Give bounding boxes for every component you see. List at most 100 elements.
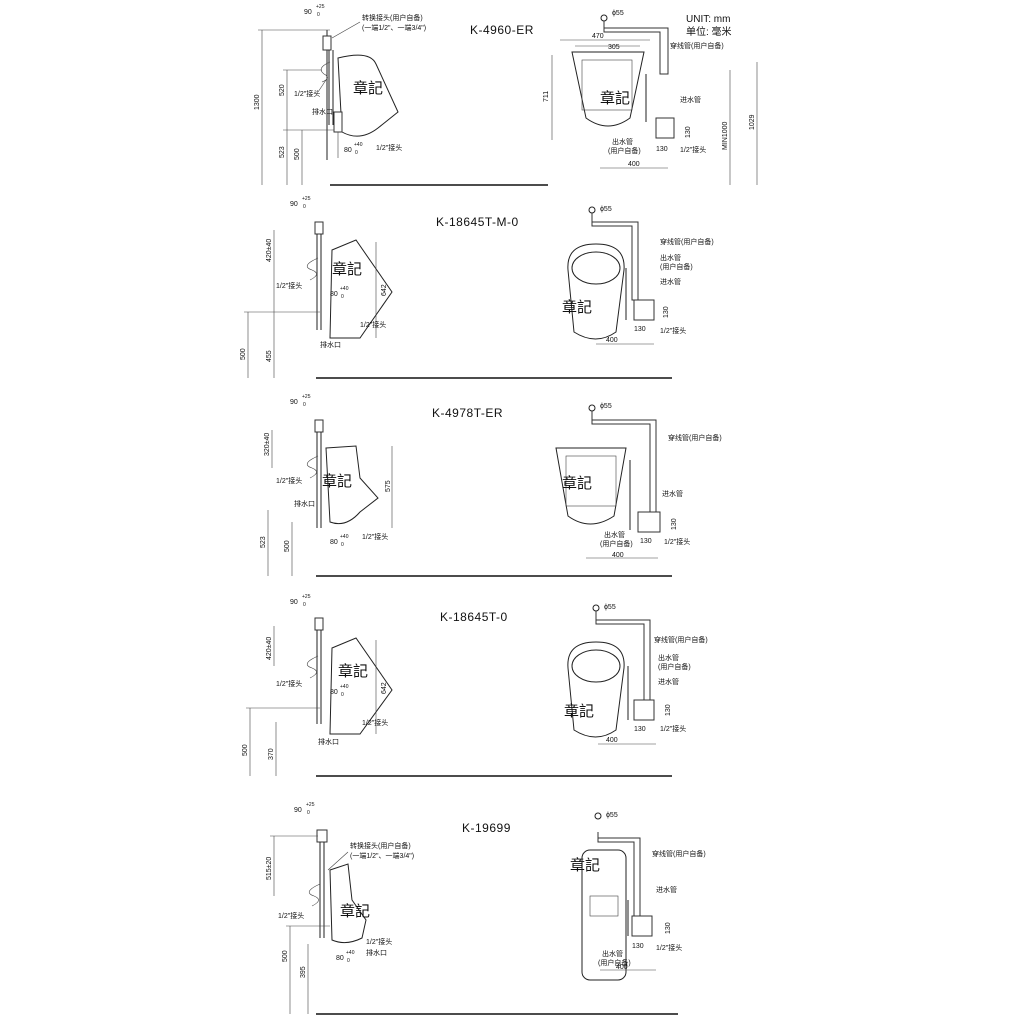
label-inlet: 进水管 bbox=[660, 277, 681, 286]
tol-90: 90 bbox=[290, 399, 298, 406]
dim-low-a: 500 bbox=[282, 950, 289, 962]
dim-box: 130 bbox=[632, 943, 644, 950]
label-half-inch-2: 1/2"接头 bbox=[360, 320, 386, 329]
dim-box: 130 bbox=[656, 146, 668, 153]
dim-box2: 130 bbox=[685, 126, 692, 138]
tol-90-sup: +25 bbox=[306, 802, 315, 808]
tol-90-sup: +25 bbox=[316, 4, 325, 10]
unit-label-en: UNIT: mm bbox=[686, 14, 730, 25]
tol-80: 80 bbox=[344, 147, 352, 154]
watermark: 章記 bbox=[332, 260, 362, 278]
label-adapter: 转换接头(用户自备) bbox=[362, 13, 423, 22]
label-half-inch: 1/2"接头 bbox=[278, 911, 304, 920]
front-view: ϕ55 130 130 400 穿线管(用户自备) 进水管 出水管 (用户自备)… bbox=[570, 812, 706, 981]
dim-low-a: 523 bbox=[260, 536, 267, 548]
tol-90-sub: 0 bbox=[303, 204, 306, 210]
model-title: K-18645T-M-0 bbox=[436, 215, 519, 229]
dim-top-w: 470 bbox=[592, 33, 604, 40]
dim-low-b: 395 bbox=[300, 966, 307, 978]
label-adapter-spec: (一端1/2"、一端3/4") bbox=[350, 851, 414, 860]
label-half-inch-3: 1/2"接头 bbox=[660, 326, 686, 335]
tol-90-sub: 0 bbox=[307, 810, 310, 816]
label-conduit: 穿线管(用户自备) bbox=[670, 41, 724, 50]
label-outlet-note: (用户自备) bbox=[598, 958, 631, 967]
front-view: ϕ55 470 305 711 MIN1000 1029 130 130 400… bbox=[543, 10, 758, 185]
section-k4978ter: K-4978T-ER 320±40 575 523 500 90 +25 0 8… bbox=[260, 394, 722, 577]
dim-box: 130 bbox=[634, 326, 646, 333]
label-half-inch: 1/2"接头 bbox=[276, 679, 302, 688]
model-title: K-18645T-0 bbox=[440, 610, 508, 624]
label-outlet: 出水管 bbox=[612, 137, 633, 146]
label-inlet: 进水管 bbox=[658, 677, 679, 686]
dia-label: ϕ55 bbox=[606, 812, 618, 819]
dim-base: 400 bbox=[628, 161, 640, 168]
tol-80-sub: 0 bbox=[341, 692, 344, 698]
dim-inner-w: 305 bbox=[608, 44, 620, 51]
model-title: K-4960-ER bbox=[470, 23, 534, 37]
dim-h: 575 bbox=[385, 480, 392, 492]
label-outlet: 出水管 bbox=[658, 653, 679, 662]
tol-80-sub: 0 bbox=[341, 294, 344, 300]
label-drain: 排水口 bbox=[294, 499, 315, 508]
section-k19699: K-19699 515±20 500 395 90 +25 0 80 +40 0… bbox=[266, 802, 706, 1015]
label-conduit: 穿线管(用户自备) bbox=[660, 237, 714, 246]
dim-low-a: 500 bbox=[242, 744, 249, 756]
label-half-inch-3: 1/2"接头 bbox=[664, 537, 690, 546]
dim-box: 130 bbox=[634, 726, 646, 733]
label-half-inch-3: 1/2"接头 bbox=[660, 724, 686, 733]
dia-label: ϕ55 bbox=[604, 604, 616, 611]
tol-90: 90 bbox=[304, 9, 312, 16]
dim-low-b: 500 bbox=[294, 148, 301, 160]
watermark: 章記 bbox=[322, 472, 352, 490]
side-view: 515±20 500 395 90 +25 0 80 +40 0 转换接头(用户… bbox=[266, 802, 414, 1014]
dim-h: 642 bbox=[381, 284, 388, 296]
dim-box2: 130 bbox=[665, 704, 672, 716]
tol-80-sub: 0 bbox=[347, 958, 350, 964]
dia-label: ϕ55 bbox=[600, 403, 612, 410]
tol-80-sub: 0 bbox=[341, 542, 344, 548]
tol-90: 90 bbox=[294, 807, 302, 814]
label-drain: 排水口 bbox=[320, 340, 341, 349]
watermark: 章記 bbox=[340, 902, 370, 920]
watermark: 章記 bbox=[562, 474, 592, 492]
label-half-inch-2: 1/2"接头 bbox=[362, 718, 388, 727]
dim-box2: 130 bbox=[665, 922, 672, 934]
label-half-inch: 1/2"接头 bbox=[294, 89, 320, 98]
label-outlet: 出水管 bbox=[604, 530, 625, 539]
tol-80: 80 bbox=[330, 291, 338, 298]
tol-80-sup: +40 bbox=[354, 142, 363, 148]
label-adapter-spec: (一端1/2"、一端3/4") bbox=[362, 23, 426, 32]
section-k18645tm0: K-18645T-M-0 420±40 642 500 455 90 +25 0… bbox=[240, 196, 714, 379]
tol-80-sup: +40 bbox=[346, 950, 355, 956]
section-k4960er: K-4960-ER 1300 520 523 500 90 +25 0 bbox=[254, 4, 758, 186]
label-conduit: 穿线管(用户自备) bbox=[668, 433, 722, 442]
tol-80-sup: +40 bbox=[340, 286, 349, 292]
tol-90-sup: +25 bbox=[302, 594, 311, 600]
tol-90-sub: 0 bbox=[303, 602, 306, 608]
tol-90-sub: 0 bbox=[317, 12, 320, 18]
label-outlet-note: (用户自备) bbox=[658, 662, 691, 671]
dim-box2: 130 bbox=[663, 306, 670, 318]
watermark: 章記 bbox=[338, 662, 368, 680]
dim-low-b: 455 bbox=[266, 350, 273, 362]
dim-base: 400 bbox=[616, 964, 628, 971]
label-half-inch: 1/2"接头 bbox=[276, 281, 302, 290]
dim-upper: 420±40 bbox=[266, 239, 273, 262]
watermark: 章記 bbox=[353, 79, 383, 97]
section-k18645t0: K-18645T-0 420±40 642 500 370 90 +25 0 8… bbox=[242, 594, 708, 777]
label-inlet: 进水管 bbox=[656, 885, 677, 894]
label-inlet: 进水管 bbox=[680, 95, 701, 104]
dim-min: MIN1000 bbox=[722, 121, 729, 150]
front-view: ϕ55 130 130 400 穿线管(用户自备) 出水管 (用户自备) 进水管… bbox=[564, 604, 708, 745]
dim-h: 711 bbox=[543, 91, 550, 102]
side-view: 420±40 642 500 455 90 +25 0 80 +40 0 1/2… bbox=[240, 196, 393, 378]
label-half-inch-3: 1/2"接头 bbox=[680, 145, 706, 154]
watermark: 章記 bbox=[562, 298, 592, 316]
dim-total: 1300 bbox=[254, 94, 261, 110]
tol-80: 80 bbox=[330, 689, 338, 696]
label-half-inch: 1/2"接头 bbox=[276, 476, 302, 485]
dim-base: 400 bbox=[606, 337, 618, 344]
tol-80-sup: +40 bbox=[340, 684, 349, 690]
label-inlet: 进水管 bbox=[662, 489, 683, 498]
